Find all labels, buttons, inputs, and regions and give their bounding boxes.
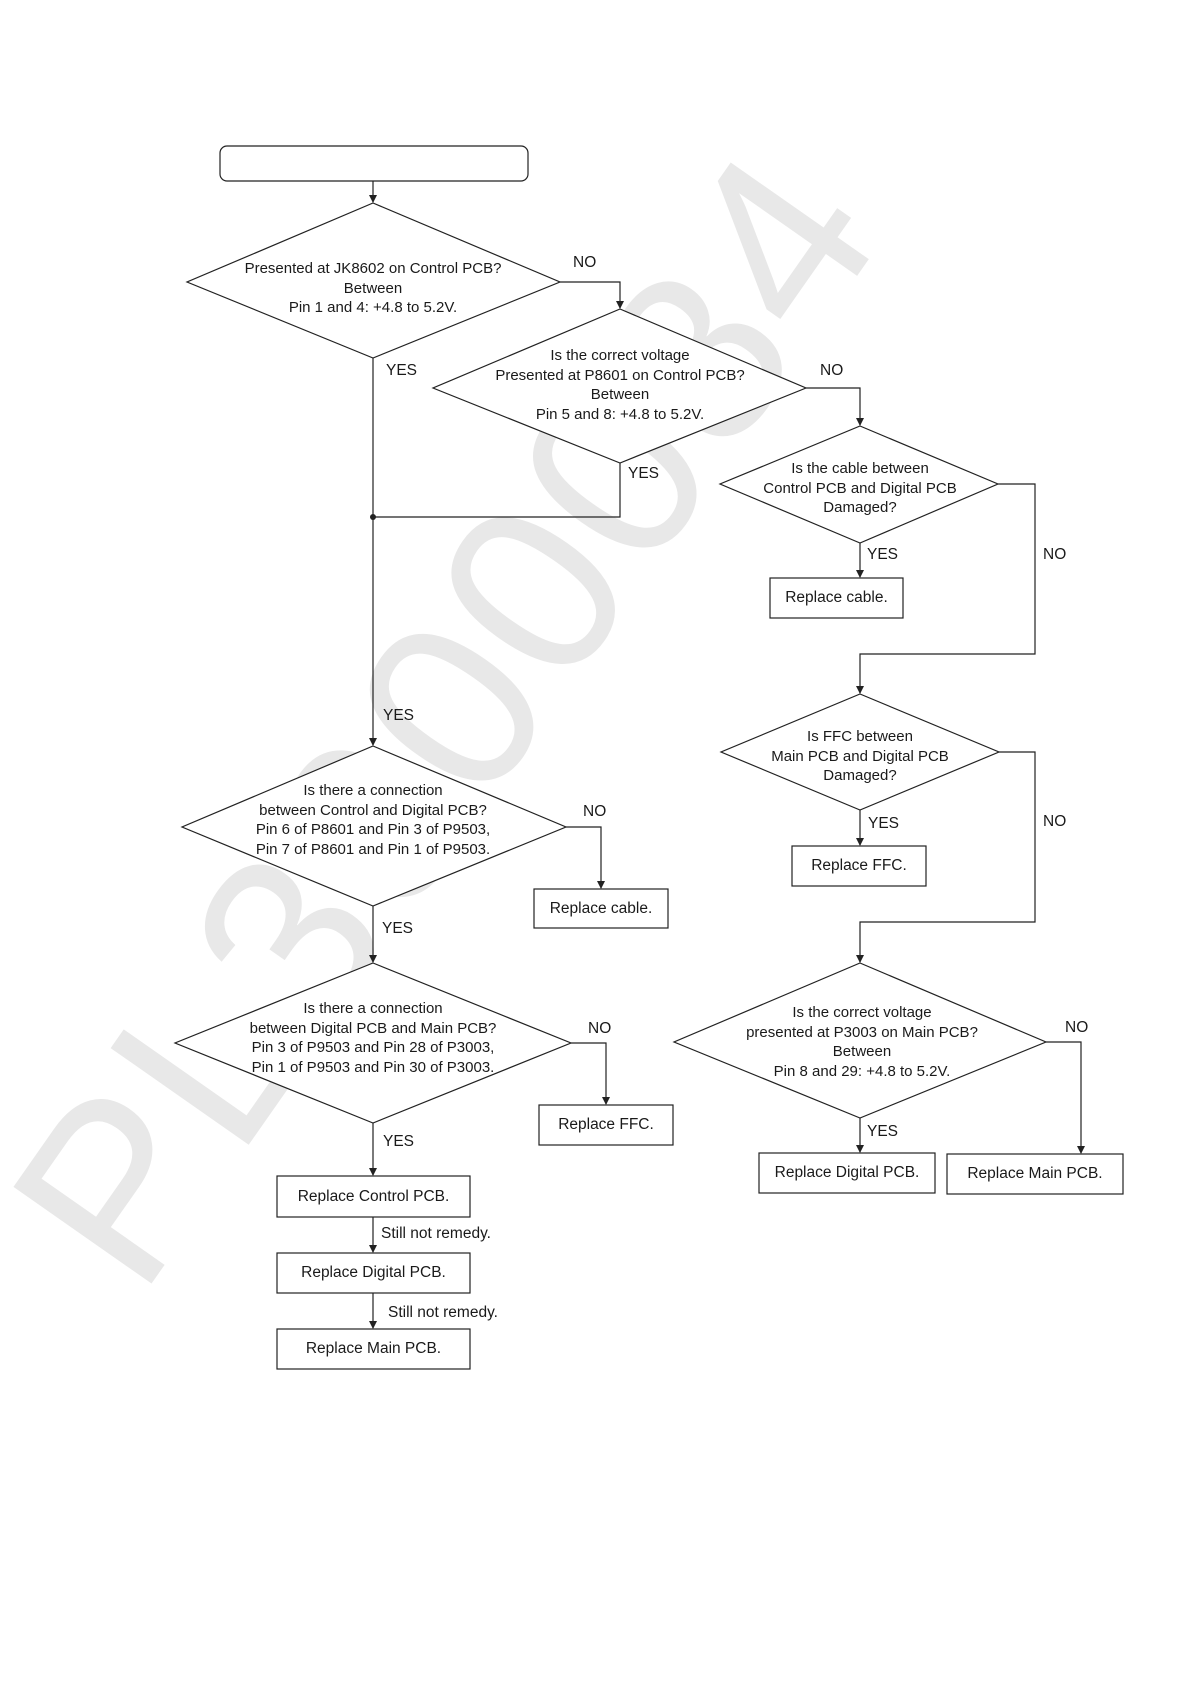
decision-d4-text: Is FFC between Main PCB and Digital PCB … xyxy=(771,727,949,784)
d4-no-label: NO xyxy=(1043,813,1067,830)
decision-d6-text: Is there a connection between Digital PC… xyxy=(249,1000,497,1076)
replace-digital-right-label: Replace Digital PCB. xyxy=(774,1164,920,1181)
d6-yes-label: YES xyxy=(383,1133,415,1150)
replace-ffc-label-1: Replace FFC. xyxy=(811,857,907,874)
replace-main-right-label: Replace Main PCB. xyxy=(967,1165,1103,1182)
d3-no-label: NO xyxy=(1043,546,1067,563)
decision-d5-text: Is there a connection between Control an… xyxy=(255,782,491,858)
d5-yes-label: YES xyxy=(382,920,414,937)
box-replace-cable-1 xyxy=(769,577,904,619)
d1-no-label: NO xyxy=(573,254,597,271)
decision-d7-text: Is the correct voltage presented at P300… xyxy=(746,1004,978,1080)
box-replace-cable-2 xyxy=(533,888,669,929)
box-replace-main-left xyxy=(276,1328,471,1370)
d1-yes-label: YES xyxy=(386,362,418,379)
decision-d2-text: Is the correct voltage Presented at P860… xyxy=(495,347,745,423)
start-box xyxy=(219,145,529,182)
replace-main-left-label: Replace Main PCB. xyxy=(305,1340,442,1357)
box-replace-ffc-2 xyxy=(538,1104,674,1146)
d2-yes-label: YES xyxy=(628,465,660,482)
d3-yes-label: YES xyxy=(867,546,899,563)
d7-no-label: NO xyxy=(1065,1019,1089,1036)
d2-no-label: NO xyxy=(820,362,844,379)
junction-dot xyxy=(370,514,376,520)
replace-digital-left-label: Replace Digital PCB. xyxy=(301,1264,446,1281)
decision-d1-text: Presented at JK8602 on Control PCB? Betw… xyxy=(244,259,502,316)
replace-control-label: Replace Control PCB. xyxy=(297,1187,450,1205)
replace-cable-label-1: Replace cable. xyxy=(785,589,888,606)
box-replace-digital-right xyxy=(758,1152,936,1194)
replace-ffc-label-2: Replace FFC. xyxy=(558,1116,654,1133)
d7-yes-label: YES xyxy=(867,1123,899,1140)
replace-cable-label-2: Replace cable. xyxy=(549,899,653,917)
d6-no-label: NO xyxy=(588,1020,612,1037)
start-box-label xyxy=(220,146,528,181)
still-not-remedy-label-2: Still not remedy. xyxy=(388,1304,498,1321)
trunk-yes-label: YES xyxy=(383,707,415,724)
box-replace-main-right xyxy=(946,1153,1124,1195)
decision-d3-text: Is the cable between Control PCB and Dig… xyxy=(763,459,957,516)
d5-no-label: NO xyxy=(583,803,607,820)
d4-yes-label: YES xyxy=(868,815,900,832)
still-not-remedy-label-1: Still not remedy. xyxy=(381,1225,491,1242)
box-replace-ffc-1 xyxy=(791,845,927,887)
